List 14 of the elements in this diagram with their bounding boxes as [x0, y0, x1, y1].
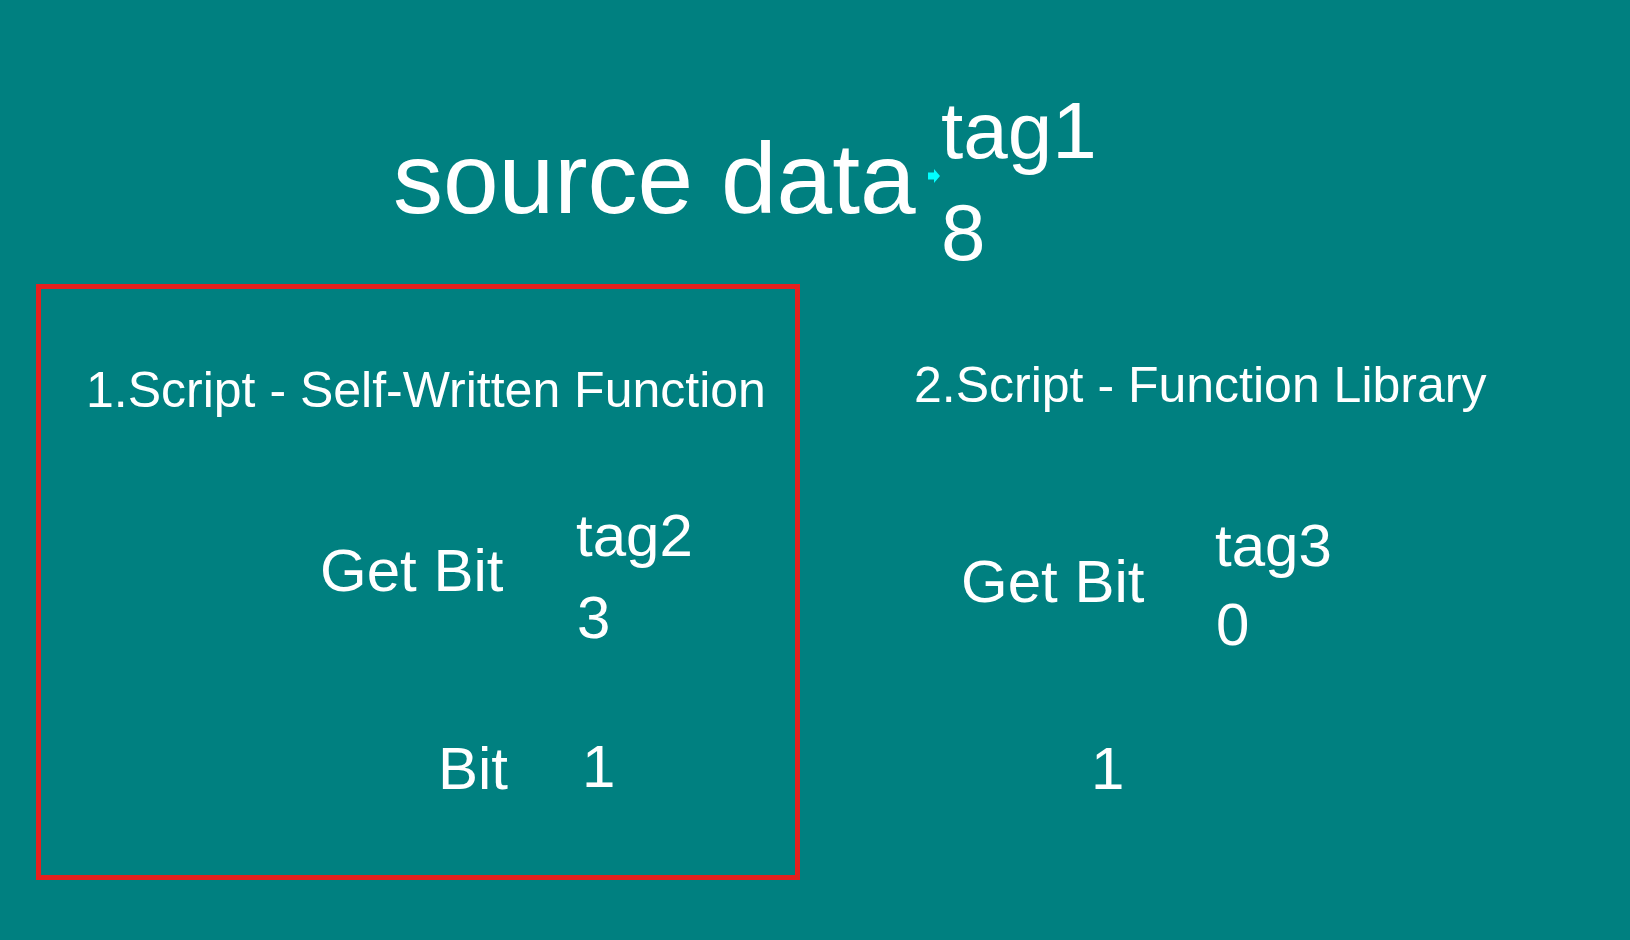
tag-name: tag2	[576, 506, 693, 566]
bit-value: 1	[582, 737, 616, 797]
function-name: Get Bit	[961, 552, 1145, 612]
bit-value: 1	[1091, 739, 1125, 799]
panel-heading: 2.Script - Function Library	[914, 360, 1487, 410]
source-label: source data	[393, 128, 916, 228]
bit-label: Bit	[438, 739, 509, 799]
tag-value: 3	[577, 588, 611, 648]
script-panel	[36, 284, 800, 880]
function-name: Get Bit	[320, 541, 504, 601]
tag-value: 0	[1216, 595, 1250, 655]
tag-name: tag3	[1215, 516, 1332, 576]
tag-value: 8	[941, 193, 986, 273]
panel-heading: 1.Script - Self-Written Function	[86, 365, 766, 415]
